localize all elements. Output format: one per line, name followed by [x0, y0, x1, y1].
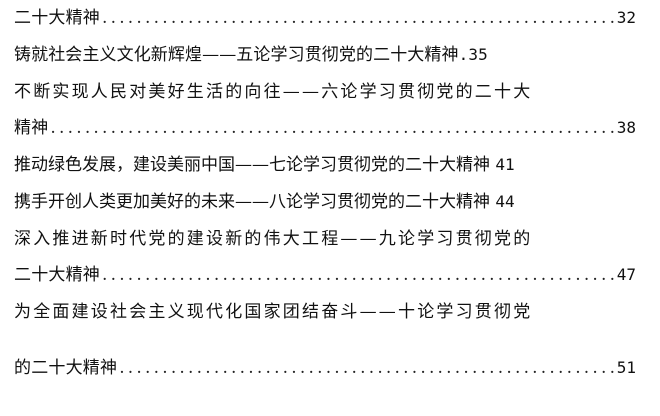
toc-entry-title: 推动绿色发展，建设美丽中国——七论学习贯彻党的二十大精神	[14, 155, 490, 175]
toc-page-number: .35	[458, 45, 488, 64]
toc-entry-6-line-1[interactable]: 深入推进新时代党的建设新的伟大工程——九论学习贯彻党的	[14, 225, 636, 253]
dot-leader	[119, 354, 615, 382]
toc-page-number: 32	[616, 8, 636, 27]
dot-leader	[102, 4, 615, 32]
toc-page-number: 47	[616, 265, 636, 284]
toc-entry-title: 不断实现人民对美好生活的向往——六论学习贯彻党的二十大	[14, 82, 533, 102]
toc-entry-title-tail: 二十大精神	[14, 265, 100, 285]
dot-leader	[50, 114, 614, 142]
toc-entry-7-line-1[interactable]: 为全面建设社会主义现代化国家团结奋斗——十论学习贯彻党	[14, 298, 636, 326]
toc-entry-title: 为全面建设社会主义现代化国家团结奋斗——十论学习贯彻党	[14, 302, 533, 322]
toc-entry-5[interactable]: 携手开创人类更加美好的未来——八论学习贯彻党的二十大精神 44	[14, 188, 636, 216]
toc-entry-title: 携手开创人类更加美好的未来——八论学习贯彻党的二十大精神	[14, 192, 490, 212]
toc-entry-4[interactable]: 推动绿色发展，建设美丽中国——七论学习贯彻党的二十大精神 41	[14, 151, 636, 179]
toc-page-number: 41	[495, 155, 515, 174]
toc-entry-title: 二十大精神	[14, 8, 100, 28]
toc-entry-title: 铸就社会主义文化新辉煌——五论学习贯彻党的二十大精神	[14, 45, 459, 65]
toc-entry-title: 深入推进新时代党的建设新的伟大工程——九论学习贯彻党的	[14, 229, 533, 249]
toc-entry-title-tail: 的二十大精神	[14, 358, 118, 378]
toc-page-number: 38	[616, 118, 636, 137]
toc-entry-title-tail: 精神	[14, 118, 49, 138]
toc-entry-6-line-2[interactable]: 二十大精神 47	[14, 261, 636, 289]
toc-entry-2[interactable]: 铸就社会主义文化新辉煌——五论学习贯彻党的二十大精神.35	[14, 41, 636, 69]
toc-page-number: 44	[495, 192, 515, 211]
toc-page-number: 51	[616, 358, 636, 377]
toc-entry-1[interactable]: 二十大精神 32	[14, 4, 636, 32]
dot-leader	[102, 261, 615, 289]
toc-entry-7-line-2[interactable]: 的二十大精神 51	[14, 354, 636, 382]
toc-entry-3-line-1[interactable]: 不断实现人民对美好生活的向往——六论学习贯彻党的二十大	[14, 78, 636, 106]
toc-entry-3-line-2[interactable]: 精神 38	[14, 114, 636, 142]
